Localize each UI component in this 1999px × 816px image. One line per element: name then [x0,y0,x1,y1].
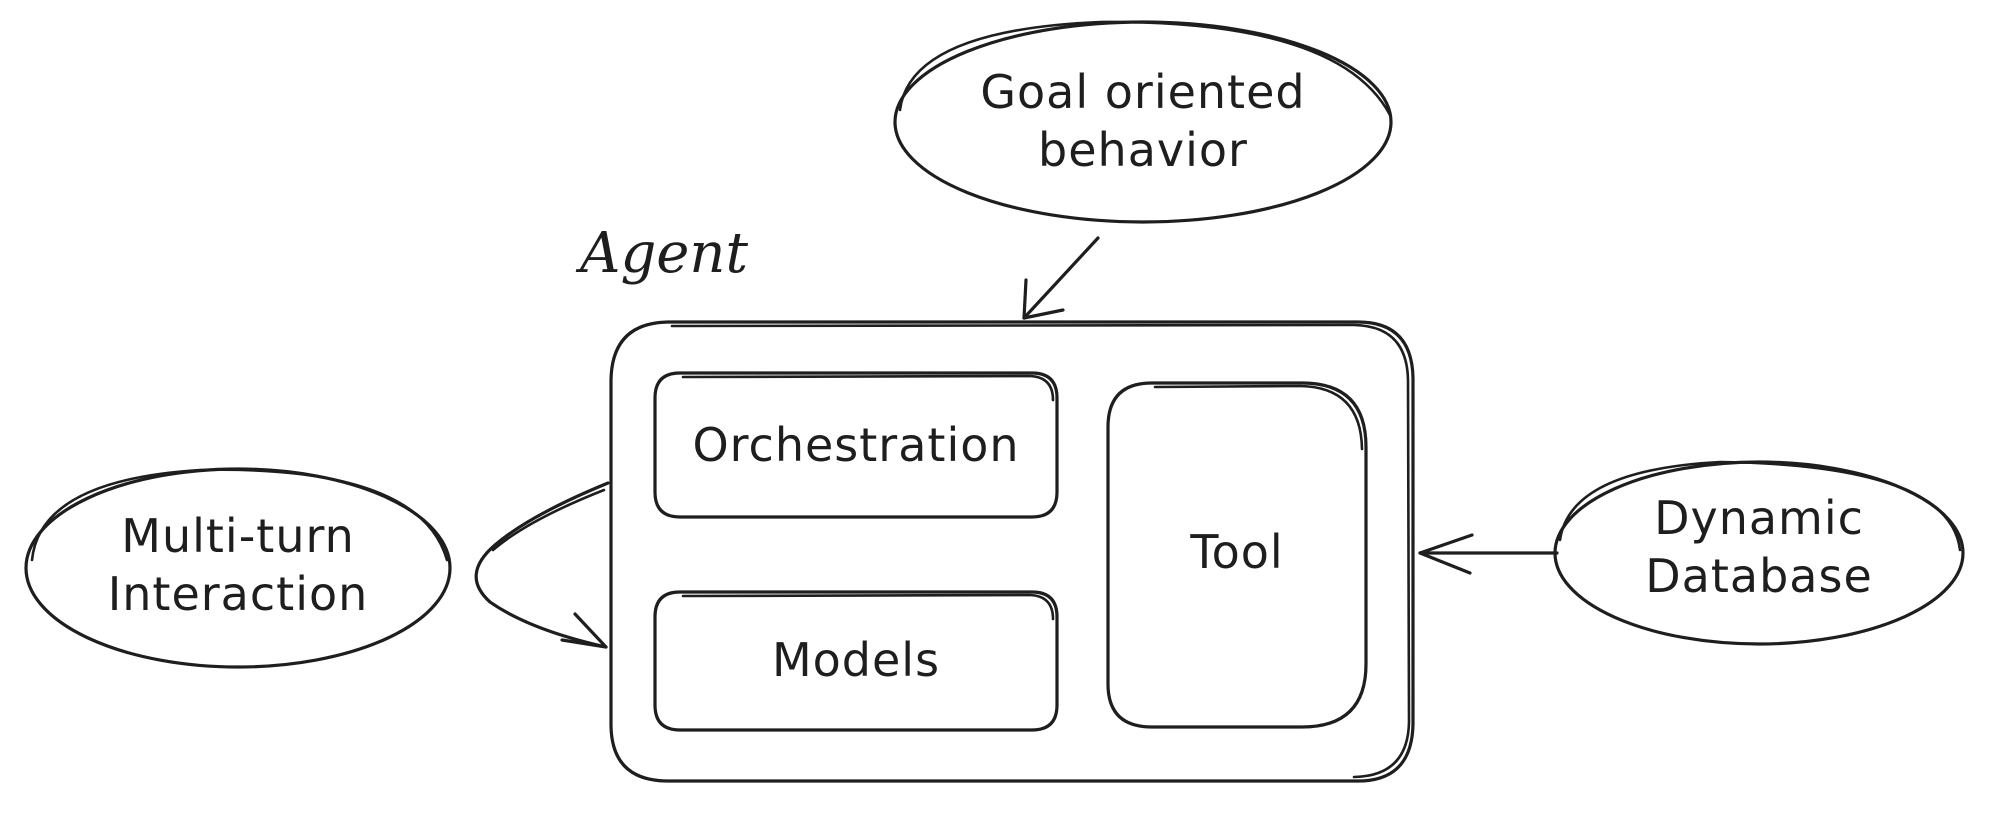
models-label: Models [772,633,940,687]
dynamic-database-node: Dynamic Database [1553,460,1965,646]
multi-turn-interaction-node: Multi-turn Interaction [24,467,452,669]
goal-label-line-1: Goal oriented [980,65,1305,119]
multi-turn-label-line-1: Multi-turn [121,509,355,563]
multi-turn-loop-arrow [474,481,610,649]
multi-turn-label-line-2: Interaction [108,567,369,621]
goal-oriented-behavior-node: Goal oriented behavior [893,20,1393,224]
goal-to-agent-arrow [1022,236,1100,320]
database-to-agent-arrow [1418,533,1559,575]
agent-container [609,320,1415,783]
database-label-line-2: Database [1645,549,1873,603]
goal-label-line-2: behavior [1038,123,1248,177]
database-label-line-1: Dynamic [1654,491,1864,545]
tool-box: Tool [1106,381,1368,729]
orchestration-label: Orchestration [692,418,1019,472]
orchestration-box: Orchestration [653,371,1059,519]
agent-title: Agent [575,221,748,286]
tool-label: Tool [1189,525,1283,579]
models-box: Models [653,590,1059,732]
